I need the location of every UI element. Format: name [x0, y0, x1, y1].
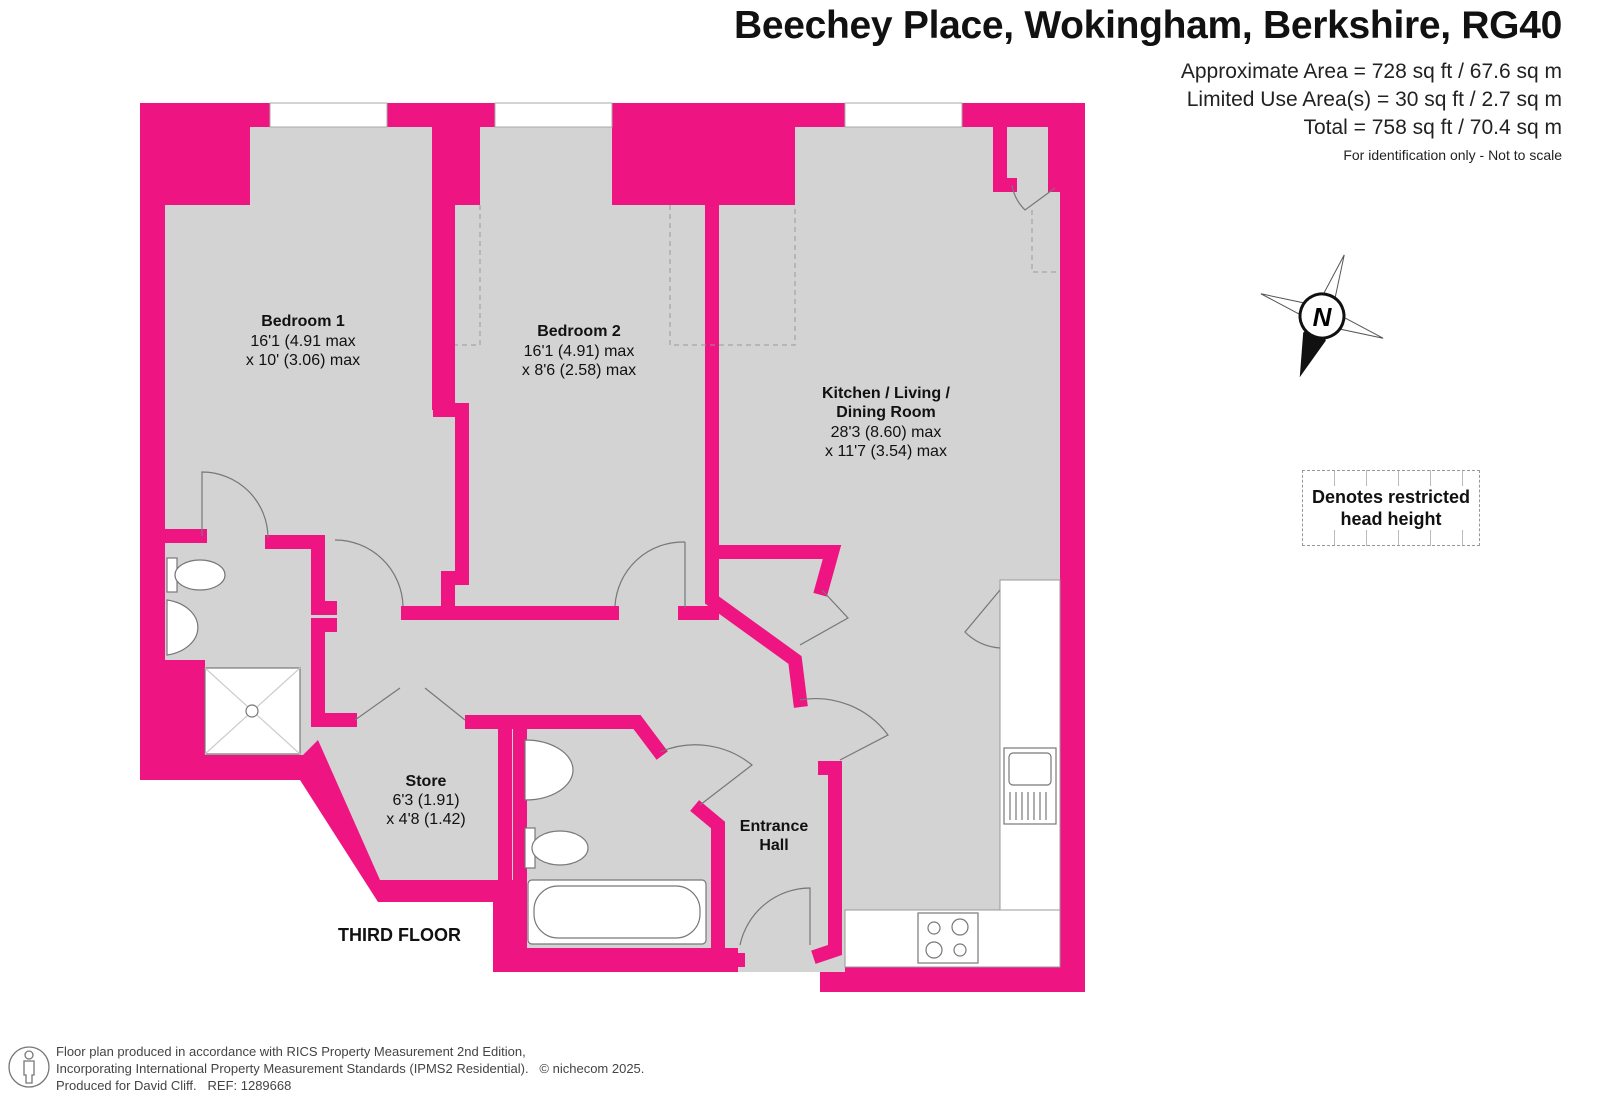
door-swing — [201, 471, 269, 539]
door-swing — [354, 687, 466, 721]
wall-block — [962, 103, 1085, 127]
wall-block — [140, 660, 205, 780]
floor-label: THIRD FLOOR — [338, 925, 461, 945]
toilet-icon — [174, 559, 226, 591]
room-dim: 16'1 (4.91) max — [524, 343, 635, 360]
property-title: Beechey Place, Wokingham, Berkshire, RG4… — [733, 4, 1562, 47]
toilet-icon — [531, 830, 589, 866]
wall — [690, 800, 745, 967]
approximate-area: Approximate Area = 728 sq ft / 67.6 sq m — [1180, 60, 1562, 83]
hob-icon — [917, 912, 979, 964]
room-dim: x 10' (3.06) max — [246, 352, 360, 369]
wall — [433, 393, 469, 612]
wall — [311, 618, 357, 727]
room-dim: 16'1 (4.91 max — [250, 333, 355, 350]
room-dim: 6'3 (1.91) — [392, 792, 459, 809]
compass-icon — [1260, 254, 1384, 378]
room-name: Store — [406, 773, 447, 790]
room-dim: x 4'8 (1.42) — [386, 811, 466, 828]
room-name: Kitchen / Living / — [822, 385, 951, 402]
wall — [705, 198, 808, 708]
footer-line: Floor plan produced in accordance with R… — [56, 1044, 526, 1059]
door-swing — [799, 698, 889, 761]
compass-north-label: N — [1313, 302, 1333, 332]
door-swing — [739, 887, 811, 946]
door-swing — [614, 541, 686, 608]
door-swing — [799, 589, 849, 646]
window — [269, 102, 388, 128]
legend-line: head height — [1338, 509, 1444, 529]
area-summary: Approximate Area = 728 sq ft / 67.6 sq m… — [1181, 58, 1562, 168]
interior-floor — [165, 127, 1060, 972]
restricted-area-line — [1031, 210, 1058, 273]
basin-icon — [166, 599, 199, 656]
footer-line: Incorporating International Property Mea… — [56, 1061, 529, 1076]
door-swing — [1011, 184, 1056, 211]
wall — [993, 125, 1017, 192]
restricted-area-line — [455, 205, 481, 346]
wall-block — [387, 103, 495, 127]
svg-text:Bedroom 1: Bedroom 1 — [261, 313, 345, 330]
footer: Floor plan produced in accordance with R… — [56, 1043, 644, 1094]
door-swing — [659, 744, 753, 806]
copyright: © nichecom 2025. — [539, 1061, 645, 1076]
total-area: Total = 758 sq ft / 70.4 sq m — [1303, 116, 1562, 139]
footer-line: Produced for David Cliff. — [56, 1078, 197, 1093]
scale-note: For identification only - Not to scale — [1343, 147, 1562, 163]
room-name: Entrance — [740, 818, 809, 835]
room-name: Hall — [759, 837, 788, 854]
wall — [265, 535, 337, 615]
wall — [705, 545, 842, 597]
person-icon — [8, 1046, 50, 1088]
reference: REF: 1289668 — [207, 1078, 292, 1093]
door-swing — [334, 539, 404, 607]
legend-line: Denotes restricted — [1309, 487, 1473, 507]
window — [844, 102, 963, 128]
room-name: Bedroom 2 — [537, 323, 621, 340]
wall-block — [612, 103, 795, 205]
wall — [811, 761, 842, 964]
limited-use-area: Limited Use Area(s) = 30 sq ft / 2.7 sq … — [1186, 88, 1562, 111]
door-swing — [964, 589, 1001, 649]
room-dim: x 11'7 (3.54) max — [825, 443, 947, 460]
room-dim: x 8'6 (2.58) max — [522, 362, 636, 379]
restricted-area-line — [669, 205, 796, 346]
wall — [465, 715, 668, 760]
room-dim: 28'3 (8.60) max — [831, 424, 942, 441]
room-name: Bedroom 1 — [261, 313, 345, 330]
window — [494, 102, 613, 128]
basin-icon — [524, 739, 574, 801]
room-name: Dining Room — [836, 404, 936, 421]
wall-block — [432, 127, 480, 410]
